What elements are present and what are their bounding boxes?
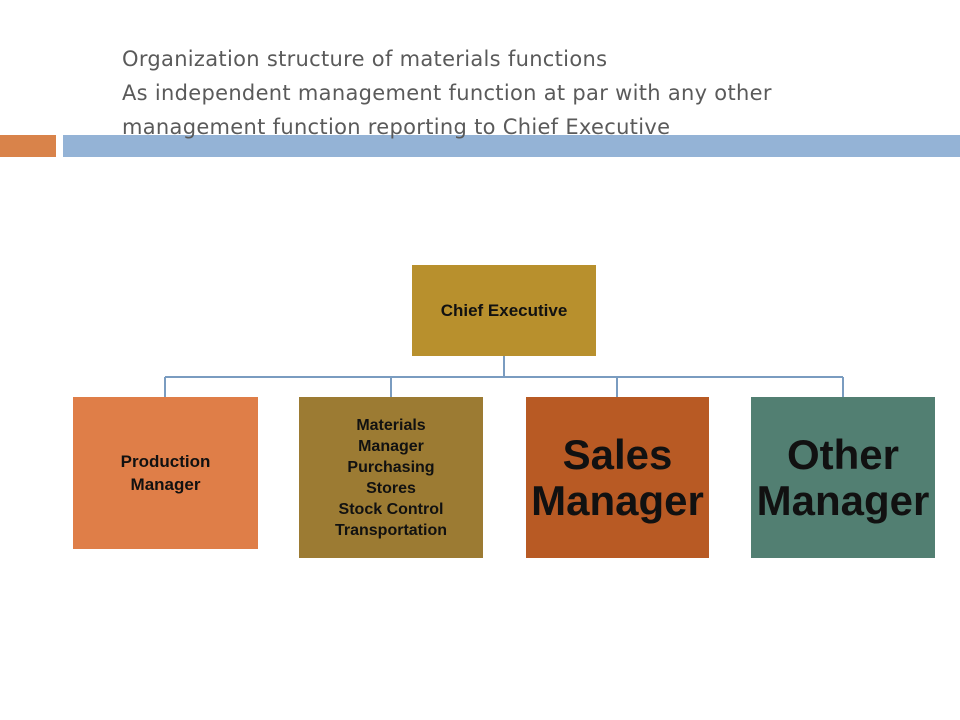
slide-title: Organization structure of materials func…: [122, 42, 942, 144]
chief-executive-box: Chief Executive: [412, 265, 596, 356]
materials-manager-line-2: Manager: [358, 437, 424, 455]
materials-manager-box: Materials Manager Purchasing Stores Stoc…: [299, 397, 483, 558]
chief-executive-label: Chief Executive: [440, 300, 568, 320]
materials-manager-line-1: Materials: [356, 416, 426, 434]
title-line-1: Organization structure of materials func…: [122, 47, 608, 71]
accent-bar-orange: [0, 135, 56, 157]
materials-manager-line-6: Transportation: [334, 521, 447, 539]
other-manager-box: Other Manager: [751, 397, 935, 558]
accent-bar-blue: [63, 135, 960, 157]
production-manager-line-2: Manager: [130, 475, 201, 494]
materials-manager-line-5: Stock Control: [338, 500, 444, 518]
production-manager-line-1: Production: [120, 452, 211, 471]
sales-manager-line-2: Manager: [531, 476, 704, 524]
sales-manager-line-1: Sales: [562, 430, 673, 478]
materials-manager-line-3: Purchasing: [347, 458, 435, 476]
other-manager-line-2: Manager: [756, 476, 930, 524]
title-line-3: management function reporting to Chief E…: [122, 115, 671, 139]
sales-manager-box: Sales Manager: [526, 397, 709, 558]
materials-manager-line-4: Stores: [366, 479, 416, 497]
title-line-2: As independent management function at pa…: [122, 81, 772, 105]
production-manager-box: Production Manager: [73, 397, 258, 549]
other-manager-line-1: Other: [786, 430, 899, 478]
